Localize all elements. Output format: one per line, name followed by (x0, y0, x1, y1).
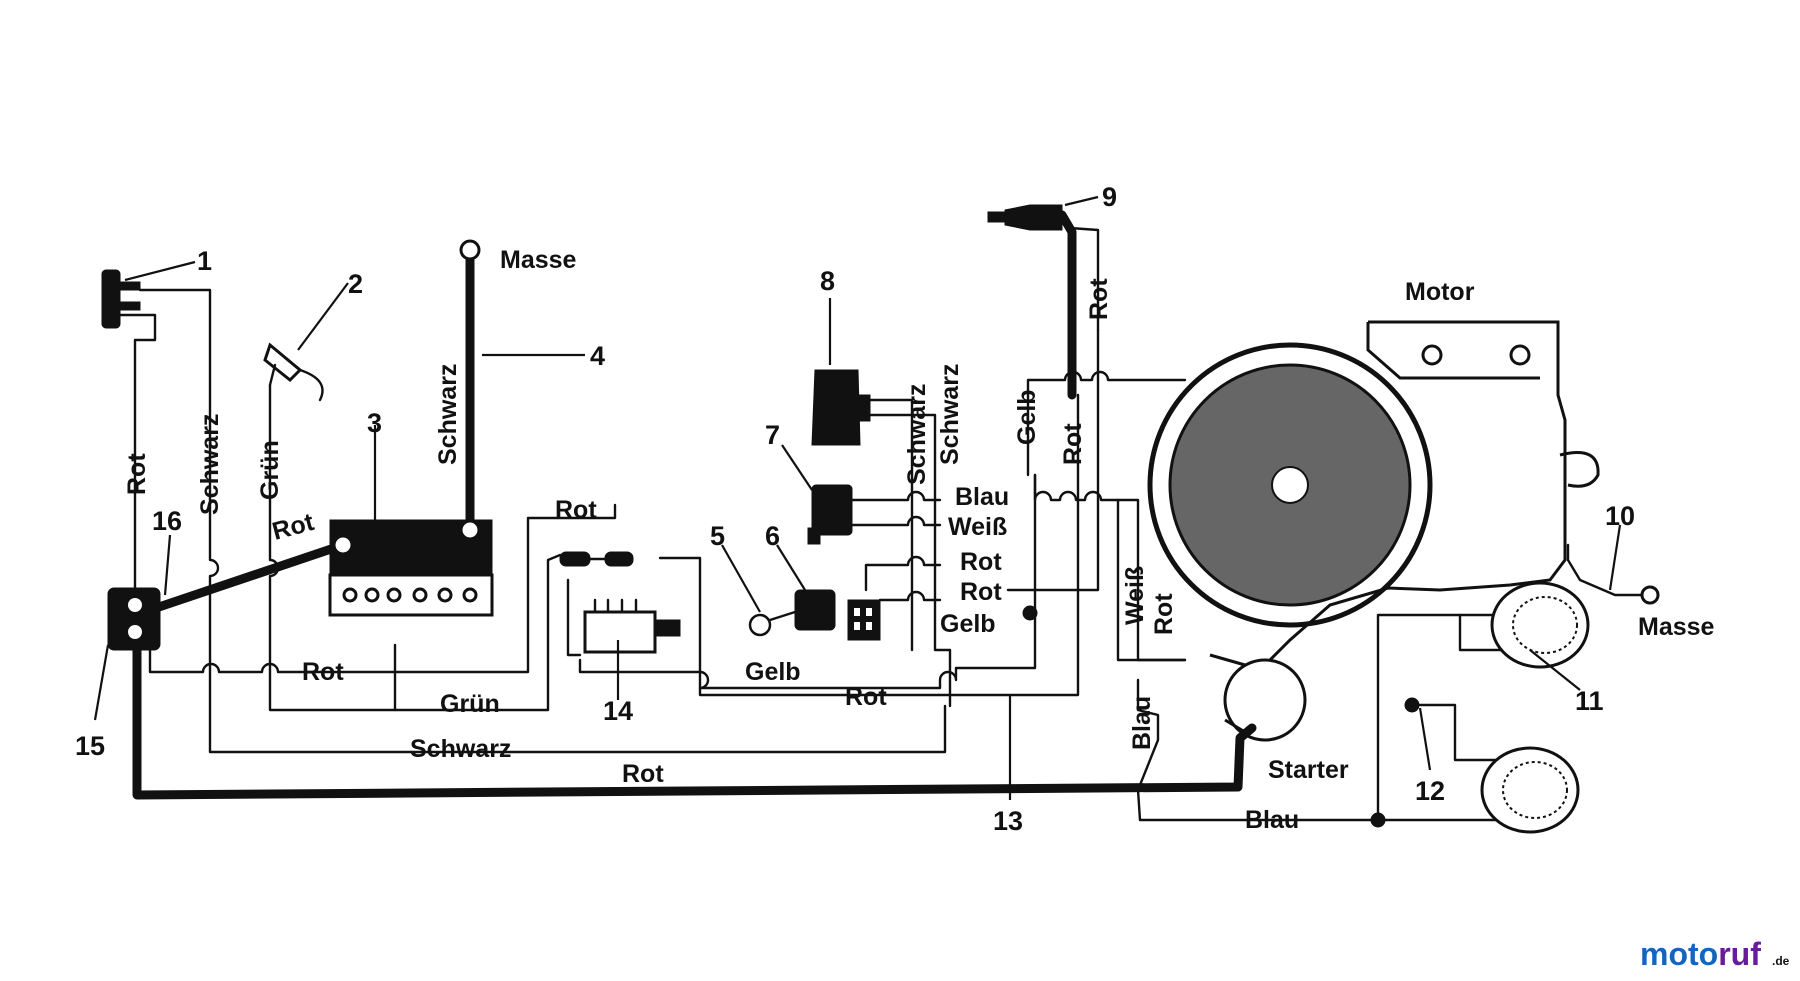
wire-gruen-vertical (268, 383, 562, 712)
label-rot-v4: Rot (1150, 593, 1178, 635)
callout-6: 6 (765, 521, 780, 551)
label-rot-h1: Rot (555, 496, 597, 524)
label-masse-right: Masse (1638, 613, 1715, 641)
label-rot-v2: Rot (1059, 423, 1087, 465)
svg-text:motoruf: motoruf (1640, 936, 1761, 972)
callout-16: 16 (152, 506, 182, 536)
label-gruen-v1: Grün (256, 440, 284, 500)
label-rot-v1: Rot (123, 453, 151, 495)
component-1 (101, 269, 141, 329)
label-rot-h4: Rot (302, 658, 344, 686)
callout-8: 8 (820, 266, 835, 296)
component-12 (1022, 605, 1420, 828)
label-masse-top: Masse (500, 246, 577, 274)
callout-numbers: 1 2 3 4 5 6 7 8 9 10 11 12 13 14 15 16 (75, 182, 1635, 836)
masse-terminal-top (459, 239, 481, 261)
label-rot-h3: Rot (960, 578, 1002, 606)
label-gruen-h1: Grün (440, 690, 500, 718)
wire-schwarz-8a (868, 398, 914, 652)
label-blau-v1: Blau (1128, 696, 1156, 750)
component-2 (263, 342, 324, 402)
wire-lights-link (1458, 613, 1512, 652)
wire-rot-6b (878, 590, 942, 602)
label-starter: Starter (1268, 756, 1349, 784)
ignition-lead (1057, 210, 1077, 400)
wire-weiss-right (1116, 498, 1187, 662)
label-rot-v3: Rot (1085, 278, 1113, 320)
label-gelb-h2: Gelb (745, 658, 801, 686)
callout-7: 7 (765, 420, 780, 450)
engine-motor (1147, 320, 1660, 742)
label-blau-h2: Blau (1245, 806, 1299, 834)
label-rot-h6: Rot (622, 760, 664, 788)
label-rot-battery: Rot (269, 508, 317, 546)
wire-blau-7 (840, 490, 942, 502)
label-gelb-v1: Gelb (1013, 389, 1041, 445)
component-15-solenoid (107, 587, 161, 651)
component-3-battery (328, 519, 494, 617)
wire-blau-lights (1376, 613, 1512, 822)
wire-masse-10 (1566, 543, 1644, 597)
label-weiss-v1: Weiß (1121, 566, 1149, 625)
callout-1: 1 (197, 246, 212, 276)
watermark-logo: motoruf .de (1640, 936, 1790, 972)
callout-9: 9 (1102, 182, 1117, 212)
callout-4: 4 (590, 341, 605, 371)
label-blau-h1: Blau (955, 483, 1009, 511)
label-weiss-h1: Weiß (948, 513, 1007, 541)
wire-rot-top (1068, 226, 1100, 332)
callout-leaders (93, 195, 1622, 800)
label-rot-h2: Rot (960, 548, 1002, 576)
wire-14-lead (566, 578, 582, 657)
wire-schwarz-8b (868, 413, 952, 708)
label-schwarz-v2: Schwarz (434, 364, 462, 465)
watermark-part2: ruf (1718, 936, 1761, 972)
components (101, 204, 1660, 834)
callout-15: 15 (75, 731, 105, 761)
wire-weiss-7 (840, 515, 942, 527)
label-gelb-h1: Gelb (940, 610, 996, 638)
component-14-switch (559, 551, 681, 654)
callout-13: 13 (993, 806, 1023, 836)
label-motor: Motor (1405, 278, 1475, 306)
component-9-plug (987, 204, 1063, 231)
wire-light-12 (1418, 703, 1500, 762)
cable-solenoid-battery (145, 540, 348, 615)
callout-3: 3 (367, 408, 382, 438)
label-schwarz-h1: Schwarz (410, 735, 511, 763)
label-schwarz-v1: Schwarz (196, 414, 224, 515)
label-schwarz-v3: Schwarz (903, 384, 931, 485)
wire-rot-1 (116, 313, 157, 597)
wire-rot-6a (864, 555, 942, 592)
label-schwarz-v4: Schwarz (936, 364, 964, 465)
callout-11: 11 (1575, 686, 1604, 716)
component-5-lamp (748, 610, 797, 637)
wire-rot-middle (658, 393, 1080, 697)
callout-5: 5 (710, 521, 725, 551)
callout-2: 2 (348, 269, 363, 299)
component-8 (811, 369, 871, 446)
wire-blau-starter (1136, 678, 1380, 822)
wire-gelb-middle (578, 473, 1037, 690)
watermark-part1: moto (1640, 936, 1718, 972)
wire-gelb-right (1026, 370, 1187, 477)
callout-10: 10 (1605, 501, 1635, 531)
wire-rot-right (1006, 328, 1100, 592)
callout-14: 14 (603, 696, 633, 726)
watermark-suffix: .de (1772, 954, 1790, 968)
callout-12: 12 (1415, 776, 1445, 806)
label-rot-h5: Rot (845, 683, 887, 711)
component-11-light-bottom (1480, 746, 1580, 834)
component-7 (807, 484, 853, 545)
component-11-light-top (1490, 581, 1590, 669)
wire-schwarz-vertical (138, 288, 947, 754)
wire-rot-harness-left (148, 503, 617, 674)
component-6-ignition (794, 589, 881, 641)
